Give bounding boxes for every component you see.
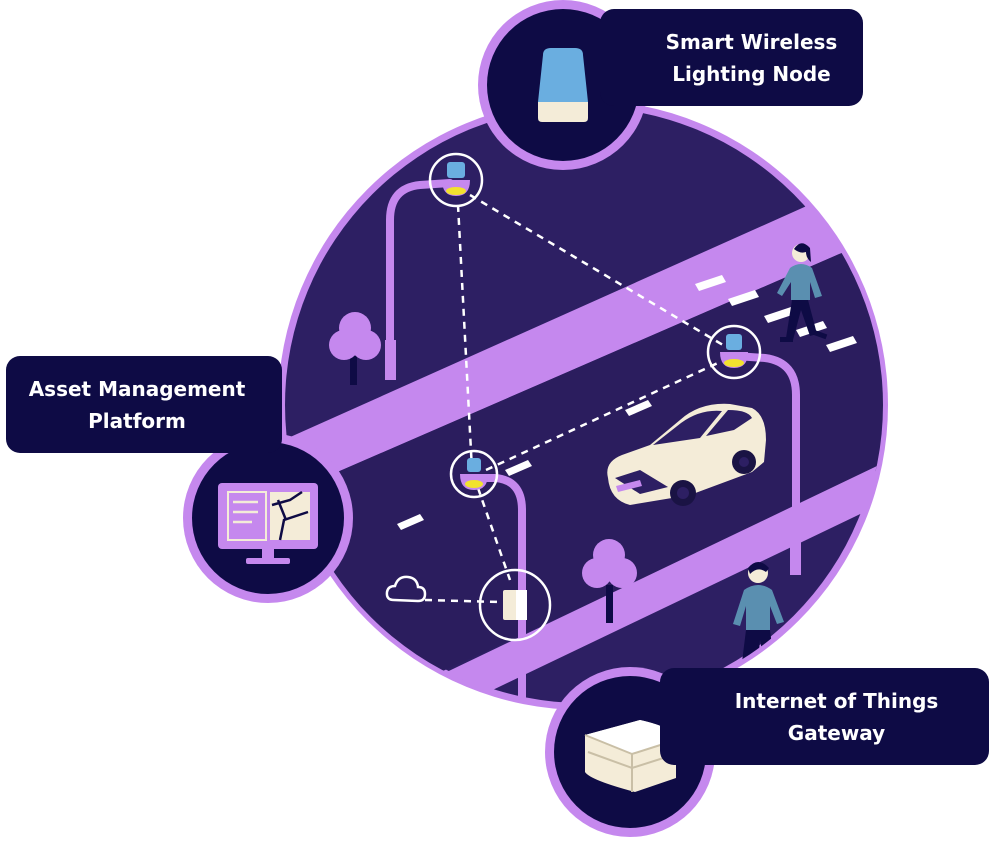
street-lamp-icon [468,474,526,704]
lighting-node-icon [706,324,762,380]
lower-sidewalk [430,455,883,705]
pedestrian-icon [777,243,828,342]
road [283,245,883,705]
upper-sidewalk [283,200,860,510]
label-asset-management-platform: Asset Management Platform [6,356,282,453]
mesh-links [424,193,729,604]
label-line: Smart Wireless [665,29,838,54]
city-scene [278,100,888,710]
label-smart-wireless-lighting-node: Smart Wireless Lighting Node [600,9,863,106]
tree-icon [582,539,637,623]
monitor-icon [218,483,318,564]
label-line: Internet of Things [734,688,939,713]
street-lamp-icon [731,352,800,574]
gateway-box-icon [478,568,552,642]
label-line: Platform [88,408,186,433]
asset-management-callout [183,433,353,603]
street-lamp-icon [386,179,454,379]
label-line: Lighting Node [672,61,831,86]
tree-icon [329,312,381,385]
car-icon [607,403,766,506]
label-line: Gateway [787,720,886,745]
lighting-node-icon [428,152,484,208]
lighting-node-icon [538,48,588,122]
label-internet-of-things-gateway: Internet of Things Gateway [660,668,989,765]
gateway-box-icon [584,720,677,792]
lighting-node-icon [449,449,499,499]
cloud-icon [385,575,427,603]
label-line: Asset Management [28,376,246,401]
